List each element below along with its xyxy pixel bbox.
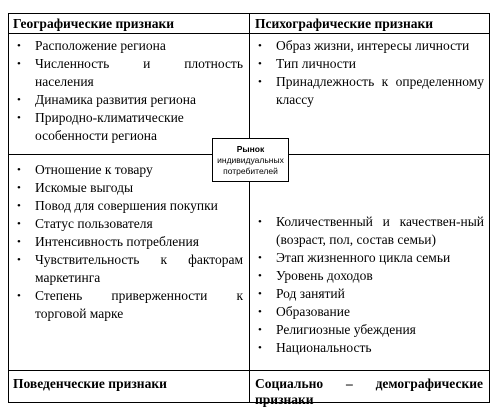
list-item: • Чувствительность к факторам маркетинга — [13, 251, 243, 287]
footer-divider-bottom — [8, 370, 490, 371]
behavioral-header: Поведенческие признаки — [13, 376, 167, 391]
list-item-text: Образование — [276, 304, 350, 319]
geographic-header: Географические признаки — [13, 16, 175, 31]
list-item: • Расположение региона — [13, 37, 243, 55]
list-item-text: Степень приверженности к торговой марке — [35, 288, 243, 321]
center-line-1: Рынок — [236, 144, 265, 154]
list-item: • Степень приверженности к торговой марке — [13, 287, 243, 323]
bullet-icon: • — [17, 112, 21, 124]
bullet-icon: • — [17, 218, 21, 230]
geographic-list: • Расположение региона • Численность и плот… — [13, 37, 243, 145]
list-item: • Повод для совершения покупки — [13, 197, 243, 215]
psychographic-header: Психографические признаки — [255, 16, 434, 31]
list-item: • Количественный и качествен-ный (возраст… — [254, 213, 484, 249]
list-item: • Динамика развития региона — [13, 91, 243, 109]
list-item-text: Интенсивность потребления — [35, 234, 199, 249]
list-item-text: Род занятий — [276, 286, 345, 301]
bullet-icon: • — [258, 76, 262, 88]
list-item-text: Динамика развития региона — [35, 92, 196, 107]
list-item: • Интенсивность потребления — [13, 233, 243, 251]
bullet-icon: • — [258, 306, 262, 318]
list-item-text: Уровень доходов — [276, 268, 373, 283]
bullet-icon: • — [17, 200, 21, 212]
list-item-text: Повод для совершения покупки — [35, 198, 218, 213]
bullet-icon: • — [258, 342, 262, 354]
psychographic-list: • Образ жизни, интересы личности • Тип личн… — [254, 37, 484, 109]
list-item: • Отношение к товару — [13, 161, 243, 179]
bullet-icon: • — [258, 324, 262, 336]
list-item: • Статус пользователя — [13, 215, 243, 233]
list-item: • Принадлежность к определенному классу — [254, 73, 484, 109]
list-item-text: Статус пользователя — [35, 216, 153, 231]
center-market-box: Рынок индивидуальных потребителей — [212, 138, 289, 182]
list-item: • Этап жизненного цикла семьи — [254, 249, 484, 267]
bullet-icon: • — [17, 94, 21, 106]
list-item: • Численность и плотность населения — [13, 55, 243, 91]
list-item-text: Религиозные убеждения — [276, 322, 416, 337]
center-line-2: индивидуальных — [217, 155, 284, 165]
list-item-text: Отношение к товару — [35, 162, 153, 177]
list-item-text: Тип личности — [276, 56, 356, 71]
list-item: • Тип личности — [254, 55, 484, 73]
bullet-icon: • — [17, 254, 21, 266]
behavioral-list: • Отношение к товару • Искомые выгоды • Повод… — [13, 161, 243, 323]
list-item: • Религиозные убеждения — [254, 321, 484, 339]
bullet-icon: • — [17, 290, 21, 302]
list-item-text: Природно-климатические особенности регио… — [35, 110, 184, 143]
list-item-text: Численность и плотность населения — [35, 56, 243, 89]
list-item-text: Принадлежность к определенному классу — [276, 74, 484, 107]
list-item: • Образование — [254, 303, 484, 321]
bullet-icon: • — [258, 252, 262, 264]
list-item: • Национальность — [254, 339, 484, 357]
list-item-text: Искомые выгоды — [35, 180, 134, 195]
bullet-icon: • — [17, 182, 21, 194]
list-item-text: Этап жизненного цикла семьи — [276, 250, 451, 265]
list-item: • Образ жизни, интересы личности — [254, 37, 484, 55]
list-item: • Искомые выгоды — [13, 179, 243, 197]
list-item-text: Расположение региона — [35, 38, 166, 53]
center-line-3: потребителей — [223, 166, 278, 176]
bullet-icon: • — [17, 58, 21, 70]
bullet-icon: • — [258, 288, 262, 300]
bullet-icon: • — [258, 216, 262, 228]
list-item-text: Количественный и качествен-ный (возраст,… — [276, 214, 484, 247]
bullet-icon: • — [258, 40, 262, 52]
list-item: • Природно-климатические особенности реги… — [13, 109, 243, 145]
socio-demographic-header-line2: признаки — [255, 392, 314, 407]
list-item: • Род занятий — [254, 285, 484, 303]
bullet-icon: • — [17, 164, 21, 176]
socio-demographic-header: Социально – демографические — [255, 376, 483, 391]
bullet-icon: • — [17, 40, 21, 52]
vertical-divider — [249, 13, 250, 403]
bullet-icon: • — [258, 58, 262, 70]
list-item-text: Образ жизни, интересы личности — [276, 38, 470, 53]
bullet-icon: • — [17, 236, 21, 248]
header-divider-top — [8, 33, 490, 34]
list-item-text: Чувствительность к факторам маркетинга — [35, 252, 243, 285]
socio-demographic-list: • Количественный и качествен-ный (возраст… — [254, 213, 484, 357]
list-item: • Уровень доходов — [254, 267, 484, 285]
list-item-text: Национальность — [276, 340, 372, 355]
bullet-icon: • — [258, 270, 262, 282]
